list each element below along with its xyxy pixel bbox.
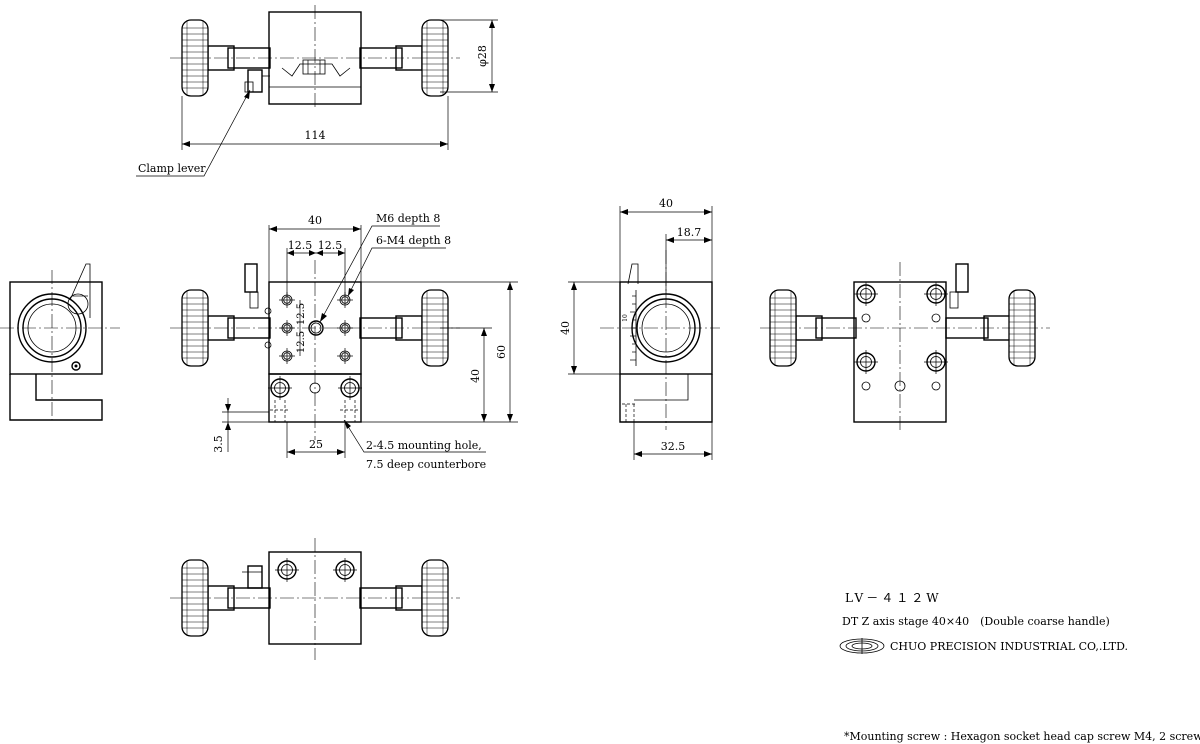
dim-25-label: 25 [309,438,323,451]
footnote-mounting-screw: *Mounting screw : Hexagon socket head ca… [844,730,1200,743]
callout-mounting-hole-line1: 2-4.5 mounting hole, [366,439,482,452]
product-description: DT Z axis stage 40×40 (Double coarse han… [842,615,1110,628]
dim-3-5-label: 3.5 [212,435,225,453]
left-side-view [0,263,120,421]
side-dim-40-vert: 40 [559,321,572,335]
dim-60-label: 60 [495,345,508,359]
dim-phi28-label: φ28 [476,45,489,67]
top-view: φ28 114 Clamp lever [136,5,498,177]
clamp-lever-callout: Clamp lever [138,162,206,175]
dim-40-top-label: 40 [308,214,322,227]
callout-mounting-hole-line2: 7.5 deep counterbore [366,458,486,471]
bottom-view [170,538,460,660]
dim-114-label: 114 [305,129,326,142]
dim-12-5-vert-b: 12.5 [296,331,307,353]
dim-12-5-left: 12.5 [288,239,313,252]
title-block: LV－４１２W DT Z axis stage 40×40 (Double co… [839,591,1200,743]
callout-m4-depth: 6-M4 depth 8 [376,234,451,247]
dim-12-5-vert-a: 12.5 [296,303,307,325]
dim-40-vert-label: 40 [469,369,482,383]
side-dim-18-7: 18.7 [677,226,702,239]
rear-view [760,262,1050,432]
scale-label-10: 10 [622,314,629,322]
chuo-logo-icon [839,638,885,654]
model-number: LV－４１２W [845,591,942,605]
side-dim-40-top: 40 [659,197,673,210]
front-view: 40 12.5 12.5 12.5 12.5 60 40 3.5 [170,212,518,471]
right-side-view: 10 40 18.7 40 32.5 [559,197,720,460]
side-dim-32-5: 32.5 [661,440,686,453]
callout-m6-depth: M6 depth 8 [376,212,440,225]
company-name: CHUO PRECISION INDUSTRIAL CO,.LTD. [890,640,1128,653]
dim-12-5-right: 12.5 [318,239,343,252]
